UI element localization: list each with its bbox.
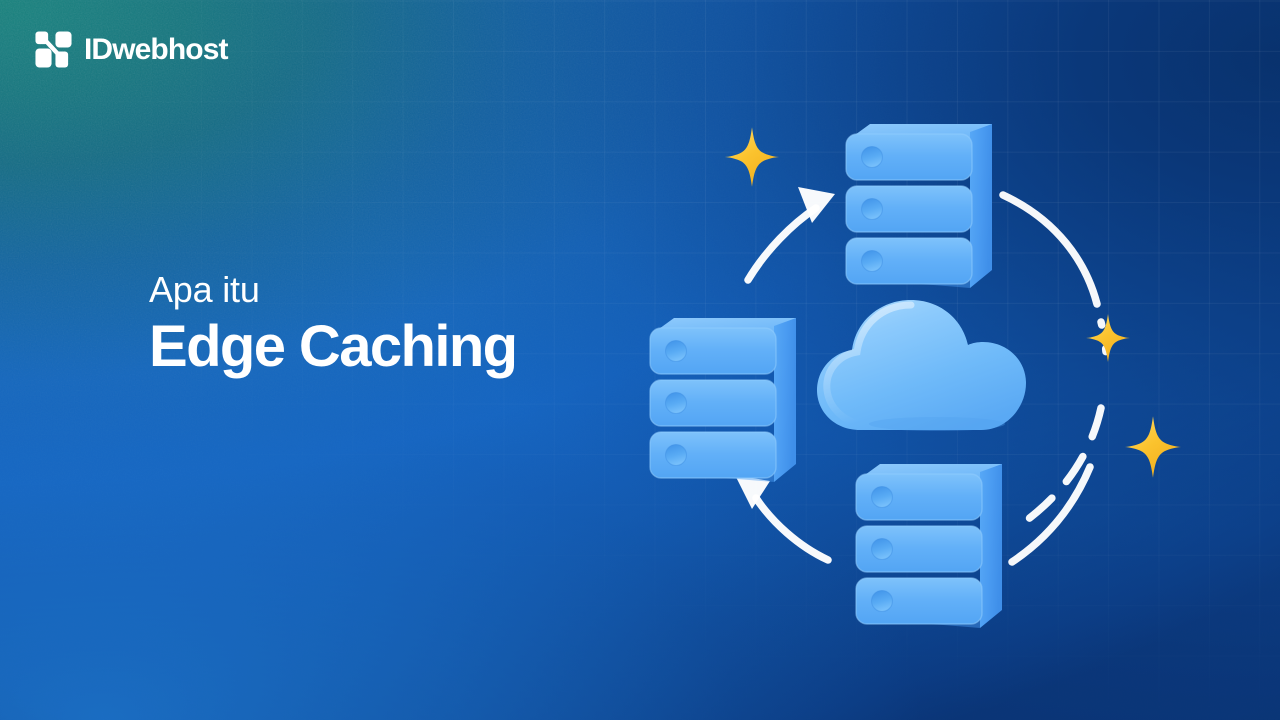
server-rack-icon-bottom [855,463,1003,629]
idwebhost-logo-mark-icon [35,31,72,68]
dashed-arc-icon-lower-right [1012,404,1105,532]
headline-block: Apa itu Edge Caching [149,269,518,379]
server-rack-icon-left [649,317,797,483]
page-title: Edge Caching [149,314,518,379]
solid-arc-icon-upper-right [999,191,1101,308]
curved-arrow-icon-lower-left [735,475,832,564]
brand-name: IDwebhost [84,32,228,66]
cloud-icon [817,300,1026,431]
server-rack-icon-top [845,123,993,289]
sparkle-icon-bottom-right [1122,416,1184,478]
solid-arc-icon-bottom-right [1008,463,1094,566]
sparkle-icon-top-left [722,127,782,187]
brand-logo[interactable]: IDwebhost [34,30,228,69]
edge-caching-illustration [620,90,1240,635]
sparkle-icon-right [1084,314,1132,362]
headline-kicker: Apa itu [149,269,260,310]
curved-arrow-icon-upper-left [744,187,835,284]
